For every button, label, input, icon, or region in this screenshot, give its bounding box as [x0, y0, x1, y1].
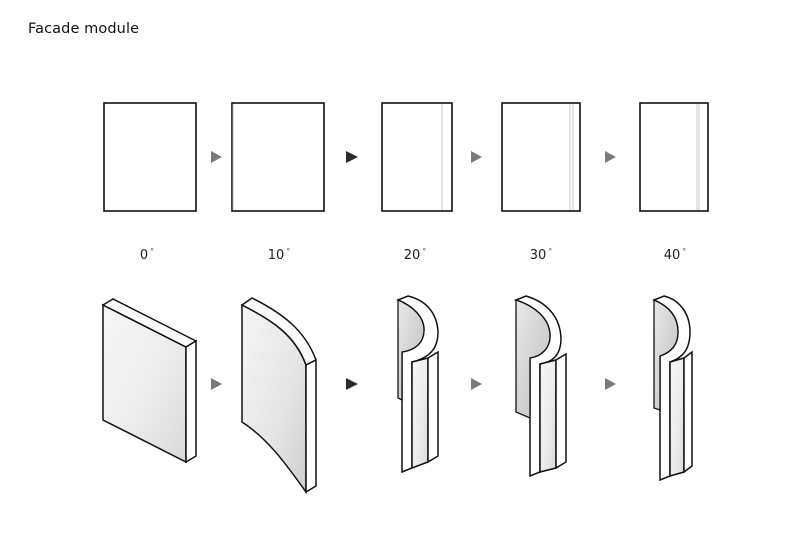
- module-axonometric-30: [513, 295, 567, 478]
- angle-value: 0: [139, 248, 149, 263]
- angle-value: 30: [529, 248, 547, 263]
- angle-label-20: 20°: [385, 247, 445, 263]
- module-axonometric-10: [240, 297, 317, 495]
- degree-symbol: °: [422, 247, 427, 256]
- angle-label-30: 30°: [511, 247, 571, 263]
- angle-label-10: 10°: [249, 247, 309, 263]
- angle-label-0: 0°: [117, 247, 177, 263]
- degree-symbol: °: [150, 247, 155, 256]
- arrow-right-icon: [471, 378, 482, 390]
- module-axonometric-0: [101, 298, 198, 464]
- module-axonometric-40: [652, 295, 693, 482]
- degree-symbol: °: [682, 247, 687, 256]
- arrow-right-icon: [211, 378, 222, 390]
- diagram-title: Facade module: [28, 21, 140, 37]
- arrow-right-icon: [471, 151, 482, 163]
- plan-view-20: [381, 102, 453, 212]
- module-axonometric-20: [396, 295, 439, 474]
- plan-view-40: [639, 102, 709, 212]
- angle-value: 20: [403, 248, 421, 263]
- degree-symbol: °: [548, 247, 553, 256]
- plan-view-10: [231, 102, 325, 212]
- arrow-right-icon: [605, 378, 616, 390]
- plan-view-0: [103, 102, 197, 212]
- angle-value: 40: [663, 248, 681, 263]
- arrow-right-icon: [605, 151, 616, 163]
- arrow-right-icon: [346, 151, 358, 163]
- arrow-right-icon: [346, 378, 358, 390]
- angle-value: 10: [267, 248, 285, 263]
- plan-view-30: [501, 102, 581, 212]
- angle-label-40: 40°: [645, 247, 705, 263]
- degree-symbol: °: [286, 247, 291, 256]
- arrow-right-icon: [211, 151, 222, 163]
